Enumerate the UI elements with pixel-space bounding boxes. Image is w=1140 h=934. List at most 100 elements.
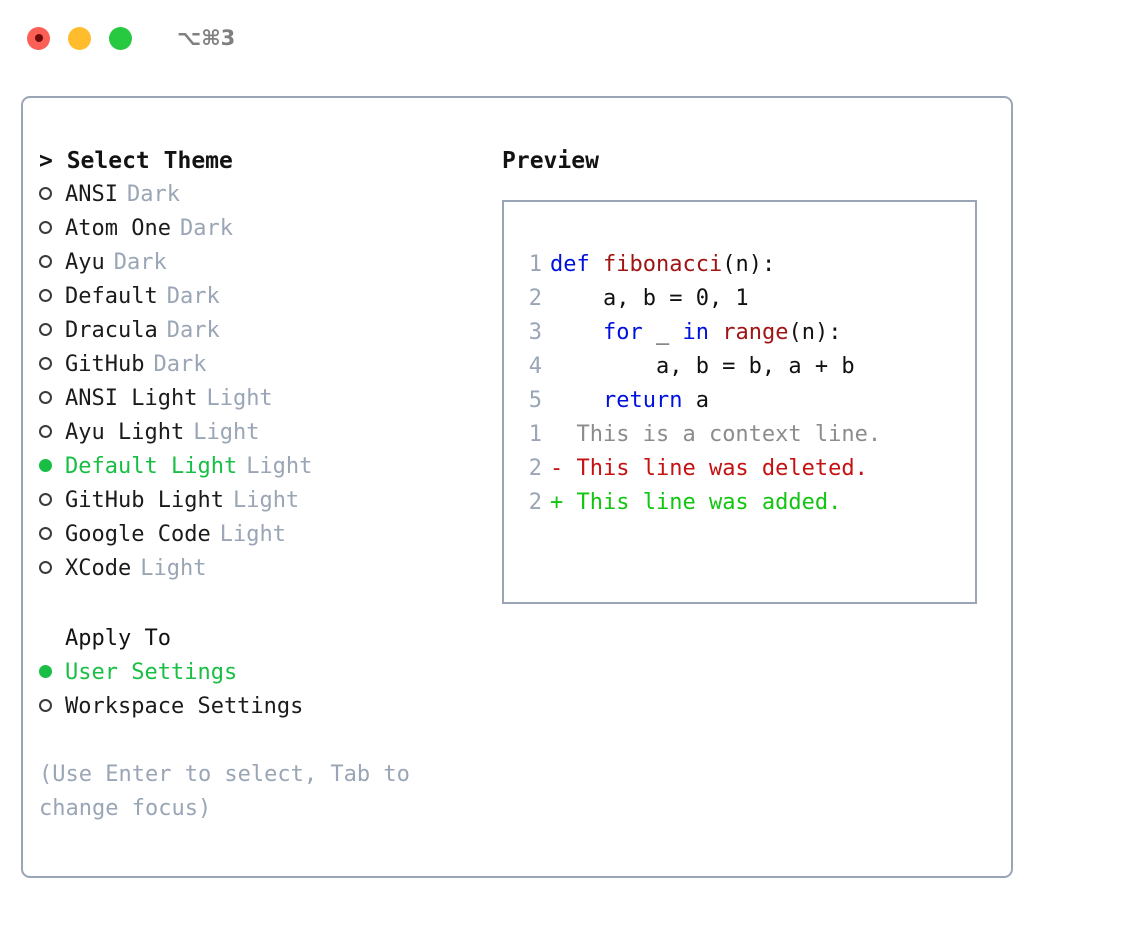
- code-token: def: [550, 252, 603, 277]
- theme-list-item[interactable]: Ayu Light Light: [39, 416, 489, 450]
- diff-line: 1 This is a context line.: [518, 418, 969, 452]
- radio-circle-icon: [39, 288, 52, 302]
- code-token: a, b = b, a + b: [550, 354, 855, 379]
- theme-list-item[interactable]: GitHub Dark: [39, 348, 489, 382]
- code-token: fibonacci: [602, 252, 723, 277]
- radio-circle-icon: [39, 254, 52, 268]
- diff-sign: [550, 418, 563, 452]
- code-line: 2 a, b = 0, 1: [518, 282, 969, 316]
- theme-name-label: Atom One: [65, 216, 171, 241]
- diff-sign: -: [550, 456, 564, 481]
- theme-name-label: Ayu: [65, 250, 105, 275]
- radio-unselected-icon[interactable]: [39, 212, 65, 246]
- radio-circle-icon: [39, 220, 52, 234]
- radio-unselected-icon[interactable]: [39, 246, 65, 280]
- code-line: 5 return a: [518, 384, 969, 418]
- radio-circle-icon: [39, 560, 52, 574]
- radio-unselected-icon[interactable]: [39, 382, 65, 416]
- code-token: [550, 388, 603, 413]
- line-number: 2: [528, 456, 542, 481]
- radio-circle-icon: [39, 356, 52, 370]
- close-window-button[interactable]: [27, 26, 50, 50]
- radio-circle-icon: [39, 424, 52, 438]
- title-bar: ⌥⌘3: [0, 0, 1140, 76]
- radio-circle-icon: [39, 698, 52, 712]
- radio-unselected-icon[interactable]: [39, 314, 65, 348]
- diff-text: This line was added.: [563, 490, 842, 515]
- theme-variant-label: Light: [246, 454, 313, 479]
- theme-variant-label: Dark: [126, 182, 180, 207]
- radio-unselected-icon[interactable]: [39, 348, 65, 382]
- zoom-window-button[interactable]: [109, 26, 132, 50]
- radio-unselected-icon[interactable]: [39, 518, 65, 552]
- code-token: range: [722, 320, 789, 345]
- radio-selected-icon[interactable]: [39, 450, 65, 484]
- radio-unselected-icon[interactable]: [39, 416, 65, 450]
- line-number: 3: [528, 320, 542, 345]
- radio-circle-icon: [39, 390, 52, 404]
- code-token: a: [682, 388, 709, 413]
- traffic-lights: [27, 26, 132, 50]
- radio-circle-icon: [39, 492, 52, 506]
- radio-unselected-icon[interactable]: [39, 552, 65, 586]
- diff-text: This line was deleted.: [563, 456, 868, 481]
- code-token: [550, 320, 603, 345]
- theme-name-label: Google Code: [65, 522, 211, 547]
- apply-to-option[interactable]: Workspace Settings: [39, 690, 489, 724]
- line-number: 2: [528, 286, 542, 311]
- code-token: a, b = 0, 1: [550, 286, 749, 311]
- keyboard-shortcut-label: ⌥⌘3: [177, 26, 236, 50]
- theme-variant-label: Dark: [153, 352, 207, 377]
- radio-circle-icon: [39, 526, 52, 540]
- diff-line: 2- This line was deleted.: [518, 452, 969, 486]
- code-line: 1 def fibonacci(n):: [518, 248, 969, 282]
- code-token: [709, 320, 722, 345]
- minimize-window-button[interactable]: [68, 26, 91, 50]
- theme-list-item[interactable]: Default Light Light: [39, 450, 489, 484]
- select-theme-heading: > Select Theme: [39, 148, 233, 174]
- theme-variant-label: Light: [193, 420, 260, 445]
- theme-variant-label: Light: [206, 386, 273, 411]
- theme-name-label: GitHub: [65, 352, 145, 377]
- theme-variant-label: Light: [140, 556, 207, 581]
- radio-selected-icon[interactable]: [39, 656, 65, 690]
- radio-circle-icon: [39, 322, 52, 336]
- radio-unselected-icon[interactable]: [39, 280, 65, 314]
- theme-name-label: Ayu Light: [65, 420, 185, 445]
- code-token: (n):: [722, 252, 776, 277]
- radio-unselected-icon[interactable]: [39, 484, 65, 518]
- line-number: 2: [528, 490, 542, 515]
- radio-unselected-icon[interactable]: [39, 178, 65, 212]
- code-token: for: [602, 320, 643, 345]
- close-icon: [34, 34, 43, 42]
- radio-circle-icon: [39, 186, 52, 200]
- radio-circle-icon: [39, 664, 52, 678]
- line-number: 1: [528, 422, 542, 447]
- diff-sign: +: [550, 490, 564, 515]
- theme-name-label: Default Light: [65, 454, 238, 479]
- radio-unselected-icon[interactable]: [39, 690, 65, 724]
- diff-sample: 1 This is a context line.2- This line wa…: [518, 418, 969, 520]
- apply-to-option[interactable]: User Settings: [39, 656, 489, 690]
- line-number: 1: [528, 252, 542, 277]
- apply-to-label: Workspace Settings: [65, 694, 304, 719]
- line-number: 4: [528, 354, 542, 379]
